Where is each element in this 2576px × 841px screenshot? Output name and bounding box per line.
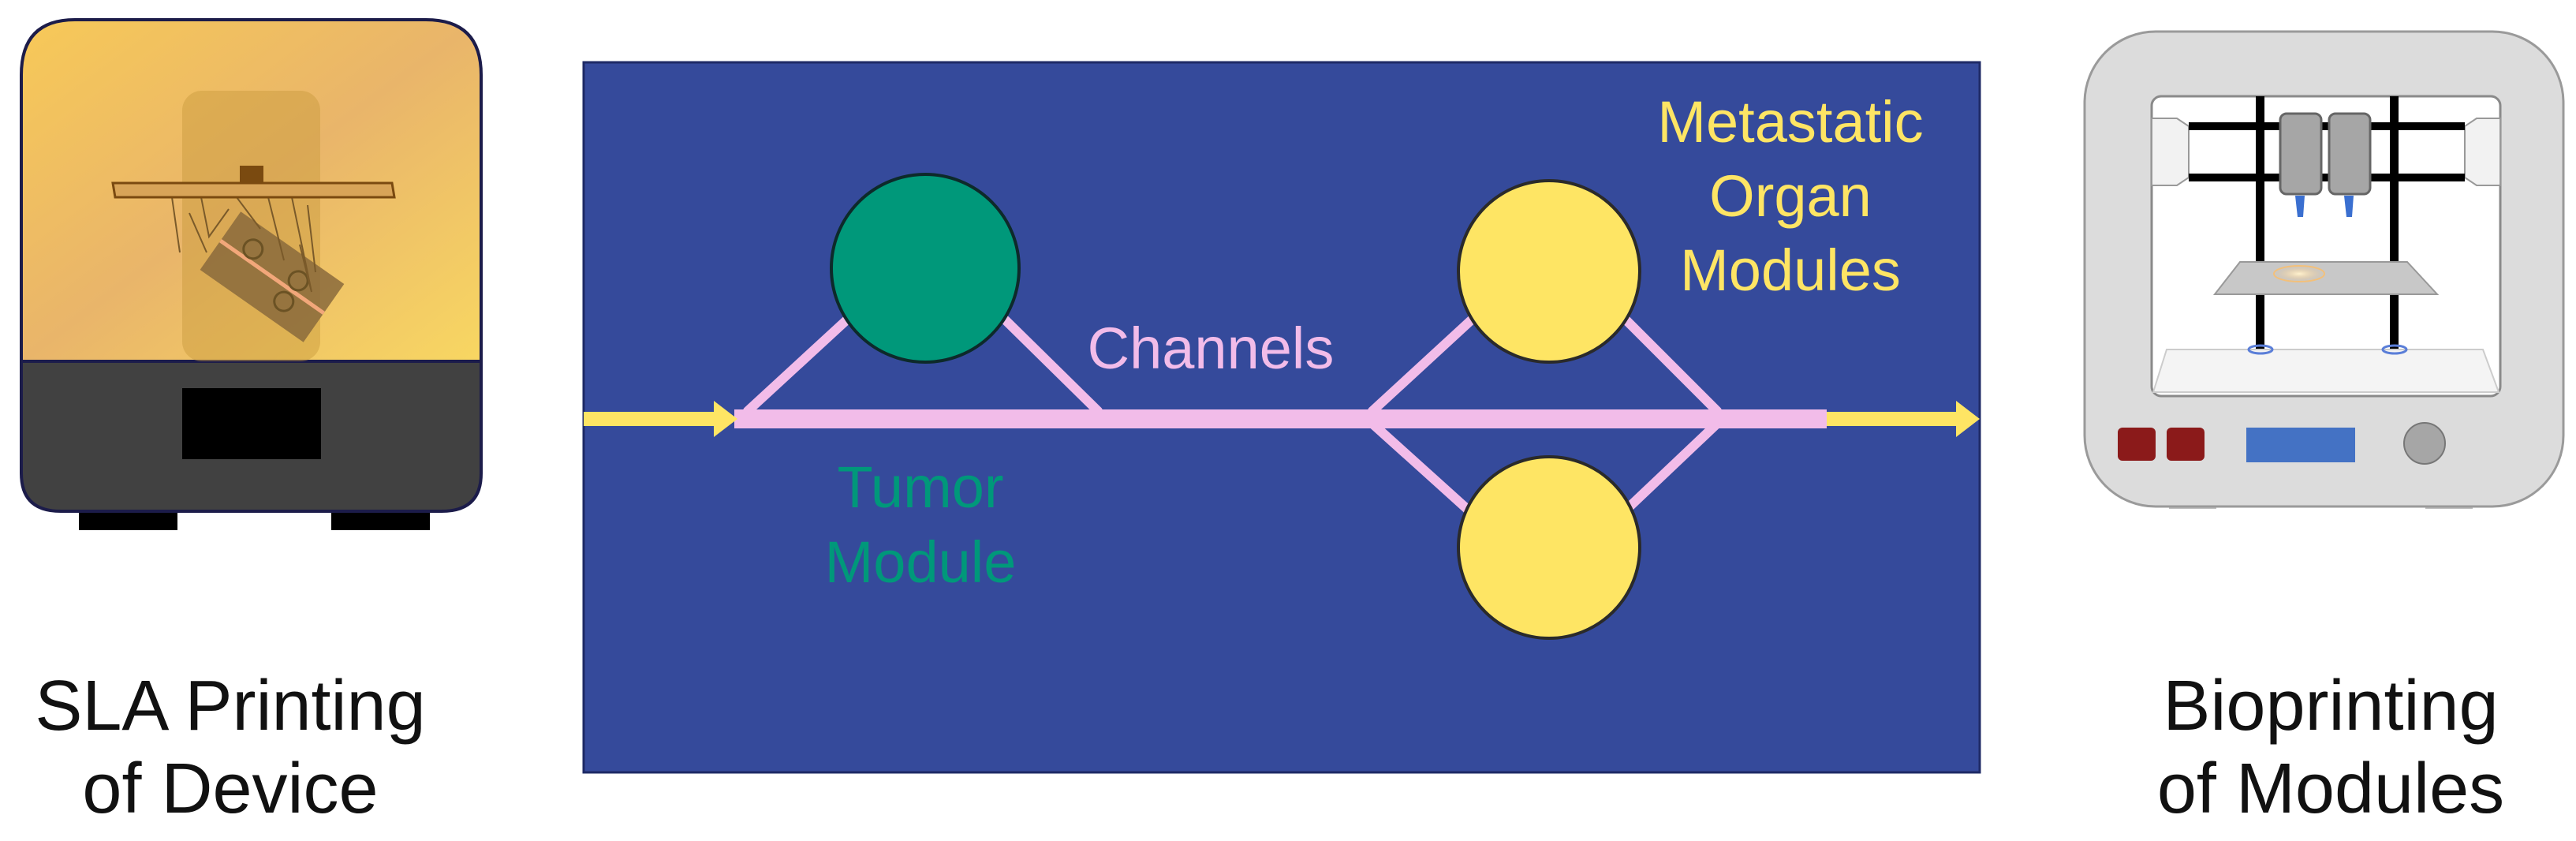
- tumor-module: [830, 173, 1021, 364]
- sla-label-line1: SLA Printing: [35, 667, 425, 746]
- organ-module-top: [1457, 179, 1641, 364]
- organ-module-bottom: [1457, 455, 1641, 640]
- organ-label-line1: Metastatic: [1657, 89, 1923, 155]
- inflow-arrow: [584, 401, 737, 437]
- device-panel: Channels Tumor Module Metastatic Organ M…: [582, 61, 1981, 774]
- channels-label: Channels: [1088, 316, 1335, 381]
- bioprinting-label-line1: Bioprinting: [2163, 667, 2498, 746]
- tumor-label-line2: Module: [825, 529, 1017, 595]
- sla-printer-icon: [20, 18, 483, 530]
- organ-label-line3: Modules: [1680, 237, 1901, 303]
- tumor-label-line1: Tumor: [837, 454, 1003, 520]
- main-channel: [734, 409, 1827, 428]
- bioprinting-label-line2: of Modules: [2157, 749, 2504, 828]
- organ-label-line2: Organ: [1709, 163, 1872, 229]
- outflow-arrow: [1827, 401, 1980, 437]
- channel-network: [743, 316, 1722, 514]
- bioprinter-icon: [2083, 30, 2565, 509]
- sla-label-line2: of Device: [82, 749, 378, 828]
